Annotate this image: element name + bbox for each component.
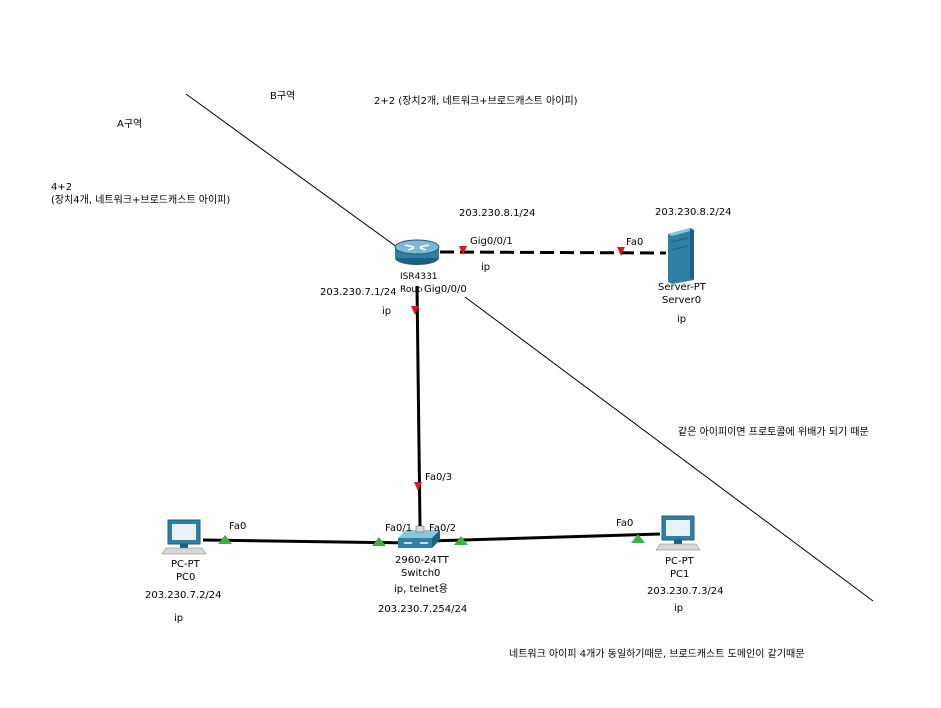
pc0-ip: 203.230.7.2/24 — [145, 590, 222, 601]
pc1-name: PC1 — [670, 569, 690, 580]
switch-ip: 203.230.7.254/24 — [378, 604, 468, 615]
switch-desc: ip, telnet용 — [394, 584, 448, 595]
link-up-indicator — [372, 537, 386, 546]
link-up-indicator — [631, 534, 645, 543]
link-down-indicator — [617, 247, 625, 256]
switch-model: 2960-24TT — [395, 555, 449, 566]
pc1-port: Fa0 — [616, 518, 634, 529]
switch-port-fa03: Fa0/3 — [425, 472, 453, 483]
zone-divider-line-lower — [464, 296, 874, 602]
pc0-model: PC-PT — [171, 559, 200, 570]
link-switch-pc1[interactable] — [429, 532, 661, 543]
switch-icon[interactable] — [398, 525, 440, 548]
router-icon[interactable] — [394, 239, 440, 265]
link-router-server[interactable] — [439, 250, 667, 255]
link-down-indicator — [414, 482, 422, 491]
pc1-model: PC-PT — [665, 556, 694, 567]
link-down-indicator — [411, 306, 419, 315]
broadcast-reason-note: 네트워크 아이피 4개가 동일하기때문, 브로드캐스트 도메인이 같기때문 — [509, 649, 805, 660]
router-model-label: ISR4331 — [400, 272, 438, 282]
pc0-icon[interactable] — [161, 519, 207, 555]
router-left-ip: 203.230.7.1/24 — [320, 287, 397, 298]
zone-a-label: A구역 — [117, 119, 143, 130]
link-router-switch[interactable] — [415, 285, 422, 528]
switch-port-fa02: Fa0/2 — [429, 523, 457, 534]
pc1-ip-tag: ip — [674, 603, 684, 614]
pc1-icon[interactable] — [655, 515, 701, 551]
pc1-ip: 203.230.7.3/24 — [647, 586, 724, 597]
switch-port-fa01: Fa0/1 — [385, 523, 413, 534]
server-name: Server0 — [662, 295, 702, 306]
server-icon[interactable] — [668, 228, 694, 284]
zone-b-label: B구역 — [270, 91, 296, 102]
server-ip: 203.230.8.2/24 — [655, 207, 732, 218]
zone-a-formula-line2: (장치4개, 네트워크+브로드캐스트 아이피) — [51, 195, 231, 206]
link-up-indicator — [454, 536, 468, 545]
zone-b-formula-note: 2+2 (장치2개, 네트워크+브로드캐스트 아이피) — [374, 96, 578, 107]
router-right-ip-tag: ip — [481, 262, 491, 273]
pc0-ip-tag: ip — [174, 613, 184, 624]
server-model: Server-PT — [658, 282, 706, 293]
server-ip-tag: ip — [677, 314, 687, 325]
router-port-gig000: Gig0/0/0 — [424, 284, 467, 295]
pc0-name: PC0 — [176, 572, 196, 583]
pc0-port: Fa0 — [229, 521, 247, 532]
switch-name: Switch0 — [401, 568, 441, 579]
same-ip-reason-note: 같은 아이피이면 프로토콜에 위배가 되기 때문 — [678, 427, 869, 438]
zone-divider-line — [185, 93, 413, 259]
router-right-ip: 203.230.8.1/24 — [459, 208, 536, 219]
link-down-indicator — [459, 246, 467, 255]
router-port-gig001: Gig0/0/1 — [470, 236, 513, 247]
router-name-label: Router0 — [400, 285, 422, 295]
router-left-ip-tag: ip — [382, 306, 392, 317]
link-up-indicator — [218, 535, 232, 544]
zone-a-formula-line1: 4+2 — [51, 182, 73, 193]
server-port: Fa0 — [626, 237, 644, 248]
